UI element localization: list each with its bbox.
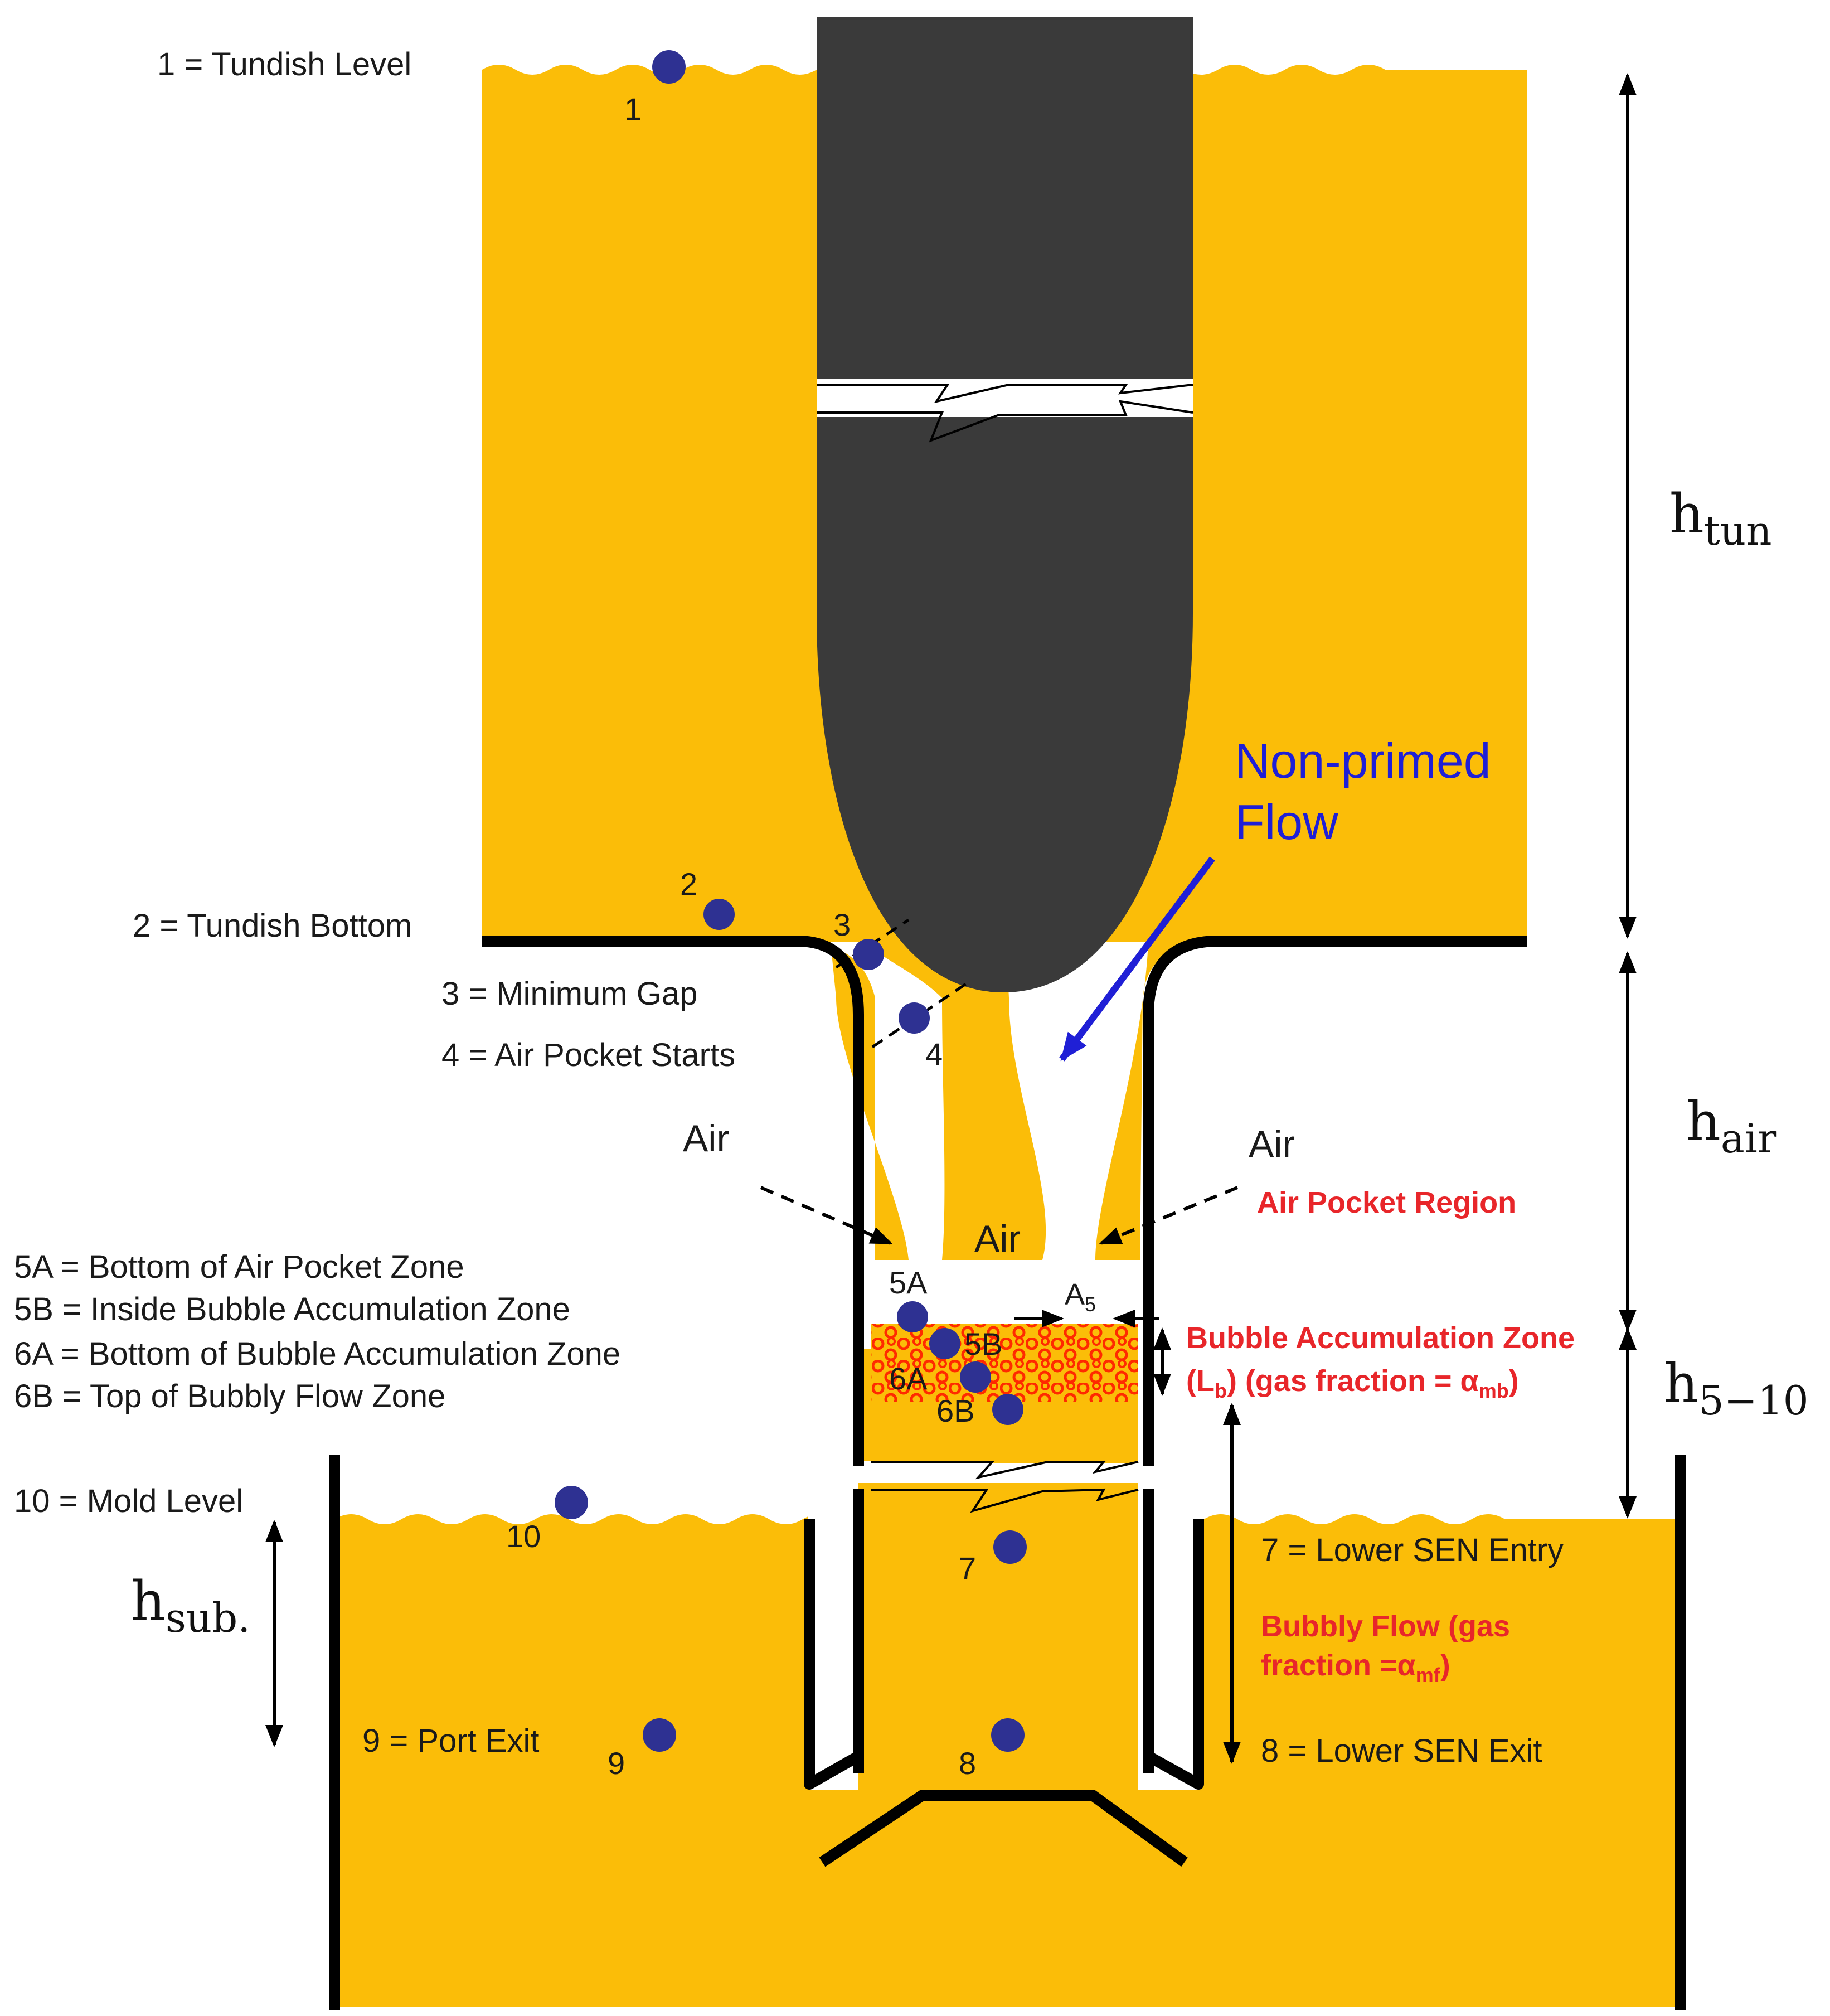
bubbly-flow-label-line1: Bubbly Flow (gas [1261, 1610, 1510, 1643]
sen-outer-clearance-left [808, 1505, 858, 1790]
point-label-3: 3 [833, 907, 851, 942]
point-label-4: 4 [925, 1036, 943, 1072]
point-label-8: 8 [959, 1746, 976, 1781]
point-8 [991, 1718, 1025, 1752]
point-label-6b: 6B [936, 1393, 975, 1428]
bubble-zone-label-line2: (Lb) (gas fraction = αmb) [1186, 1364, 1519, 1402]
point-10 [555, 1486, 588, 1519]
legend-6b: 6B = Top of Bubbly Flow Zone [14, 1378, 445, 1414]
legend-1: 1 = Tundish Level [157, 46, 411, 83]
point-6b [992, 1394, 1023, 1425]
point-3 [853, 939, 884, 970]
legend-7: 7 = Lower SEN Entry [1261, 1532, 1564, 1568]
point-1 [652, 50, 686, 84]
walls [329, 936, 1686, 2010]
point-label-2: 2 [680, 866, 697, 902]
air-right-arrow [1099, 1186, 1239, 1245]
point-label-10: 10 [506, 1519, 541, 1554]
legend-2: 2 = Tundish Bottom [133, 908, 412, 944]
bubbly-flow-label-line2: fraction =αmf) [1261, 1649, 1450, 1687]
stopper-break-zigzag [817, 384, 1193, 443]
point-5a [897, 1301, 928, 1332]
legend-5a: 5A = Bottom of Air Pocket Zone [14, 1249, 464, 1285]
point-6a [960, 1361, 991, 1393]
legend-10: 10 = Mold Level [14, 1483, 243, 1519]
legend-3: 3 = Minimum Gap [441, 976, 697, 1012]
legend-4: 4 = Air Pocket Starts [441, 1037, 735, 1073]
legend-9: 9 = Port Exit [362, 1723, 540, 1759]
point-label-7: 7 [959, 1550, 976, 1586]
point-label-5b: 5B [964, 1326, 1003, 1361]
non-primed-flow-arrow [1059, 856, 1215, 1062]
h-tun-label: htun [1669, 483, 1772, 554]
h-5-10-label: h5−10 [1664, 1353, 1809, 1424]
non-primed-label-line1: Non-primed [1235, 733, 1491, 788]
legend-6a: 6A = Bottom of Bubble Accumulation Zone [14, 1336, 620, 1372]
air-label-left: Air [683, 1117, 729, 1160]
point-label-9: 9 [608, 1746, 625, 1781]
point-5b [929, 1328, 960, 1359]
stopper-rod [817, 17, 1193, 992]
point-2 [703, 899, 735, 930]
bubble-zone-label-line1: Bubble Accumulation Zone [1186, 1321, 1575, 1355]
h-sub-label: hsub. [131, 1570, 250, 1641]
point-label-6a: 6A [889, 1361, 928, 1396]
h-air-label: hair [1686, 1091, 1777, 1162]
bubble-accumulation-pattern [871, 1324, 1138, 1402]
point-label-1: 1 [624, 91, 642, 127]
measurement-points [555, 50, 1027, 1752]
point-9 [643, 1718, 676, 1752]
point-label-5a: 5A [889, 1265, 928, 1300]
air-label-right: Air [1249, 1123, 1295, 1165]
sen-zigzag-break [871, 1461, 1139, 1513]
air-label-center: Air [974, 1218, 1021, 1260]
legend-5b: 5B = Inside Bubble Accumulation Zone [14, 1291, 570, 1327]
point-4 [899, 1002, 930, 1034]
a5-label: A5 [1065, 1278, 1096, 1316]
air-left-arrow [760, 1186, 893, 1245]
non-primed-label-line2: Flow [1235, 794, 1338, 850]
air-pocket-region-label: Air Pocket Region [1257, 1186, 1516, 1219]
legend-8: 8 = Lower SEN Exit [1261, 1733, 1542, 1769]
point-7 [993, 1530, 1027, 1564]
